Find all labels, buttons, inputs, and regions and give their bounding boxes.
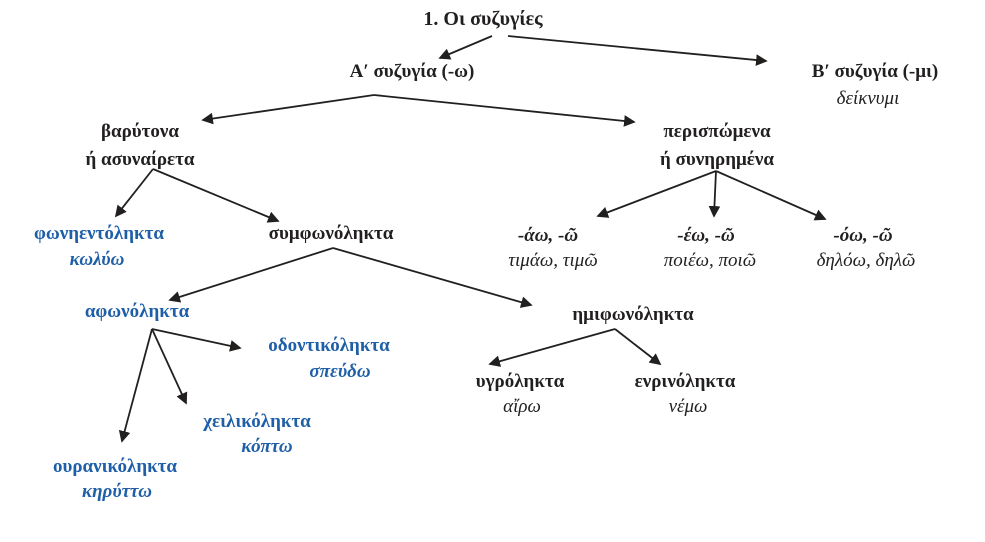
node-ao-example: τιμάω, τιμῶ: [508, 250, 598, 271]
node-xeiliko-example: κόπτω: [241, 436, 293, 457]
node-enrino: ενρινόληκτα: [634, 371, 736, 392]
node-enrino-example: νέμω: [668, 396, 708, 417]
node-odontiko: οδοντικόληκτα: [268, 335, 390, 356]
node-oo-example: δηλόω, δηλῶ: [816, 250, 916, 271]
node-barytona-line1: βαρύτονα: [100, 121, 179, 142]
arrow-barytona-to-foniento: [114, 168, 154, 218]
node-eo: -έω, -ῶ: [677, 225, 735, 246]
node-barytona-line2: ή ασυναίρετα: [85, 149, 195, 170]
arrow-symfono-to-afono: [168, 247, 334, 303]
node-ouraniko-example: κηρύττω: [82, 481, 152, 502]
arrow-perispomena-to-ao: [596, 170, 717, 218]
node-odontiko-example: σπεύδω: [309, 361, 371, 382]
arrow-a-to-barytona: [201, 94, 375, 125]
node-perispomena-line1: περισπώμενα: [663, 121, 771, 142]
node-foniento: φωνηεντόληκτα: [34, 223, 164, 244]
node-syzygia-b: Β′ συζυγία (-μι): [811, 61, 939, 82]
arrow-afono-to-ouraniko: [118, 328, 153, 443]
arrow-symfono-to-imifono: [332, 247, 533, 308]
arrow-title-to-b: [507, 35, 768, 66]
node-ygro-example: αἴρω: [503, 396, 541, 417]
node-ao: -άω, -ῶ: [517, 225, 579, 246]
arrow-imifono-to-ygro: [488, 328, 616, 367]
arrow-barytona-to-symfono: [152, 168, 280, 223]
arrow-afono-to-xeiliko: [151, 328, 188, 405]
node-syzygia-b-example: δείκνυμι: [836, 88, 900, 109]
node-imifono: ημιφωνόληκτα: [572, 304, 694, 325]
arrow-a-to-perispomena: [373, 94, 636, 127]
arrow-perispomena-to-oo: [715, 170, 827, 221]
node-perispomena-line2: ή συνηρημένα: [660, 149, 774, 170]
arrow-imifono-to-enrino: [614, 328, 662, 366]
node-xeiliko: χειλικόληκτα: [203, 411, 311, 432]
node-barytona: βαρύτονα ή ασυναίρετα: [86, 118, 195, 174]
arrow-afono-to-odontiko: [151, 328, 242, 352]
node-symfono: συμφωνόληκτα: [268, 223, 394, 244]
node-oo: -όω, -ῶ: [833, 225, 893, 246]
node-syzygia-a: Α′ συζυγία (-ω): [349, 61, 475, 82]
node-eo-example: ποιέω, ποιῶ: [663, 250, 757, 271]
node-foniento-example: κωλύω: [69, 249, 125, 270]
node-afono: αφωνόληκτα: [84, 301, 190, 322]
arrow-perispomena-to-eo: [708, 170, 721, 218]
node-ouraniko: ουρανικόληκτα: [52, 456, 178, 477]
node-ygro: υγρόληκτα: [475, 371, 565, 392]
arrow-title-to-a: [438, 35, 493, 60]
node-perispomena: περισπώμενα ή συνηρημένα: [660, 118, 774, 174]
diagram-title: 1. Οι συζυγίες: [423, 8, 543, 30]
